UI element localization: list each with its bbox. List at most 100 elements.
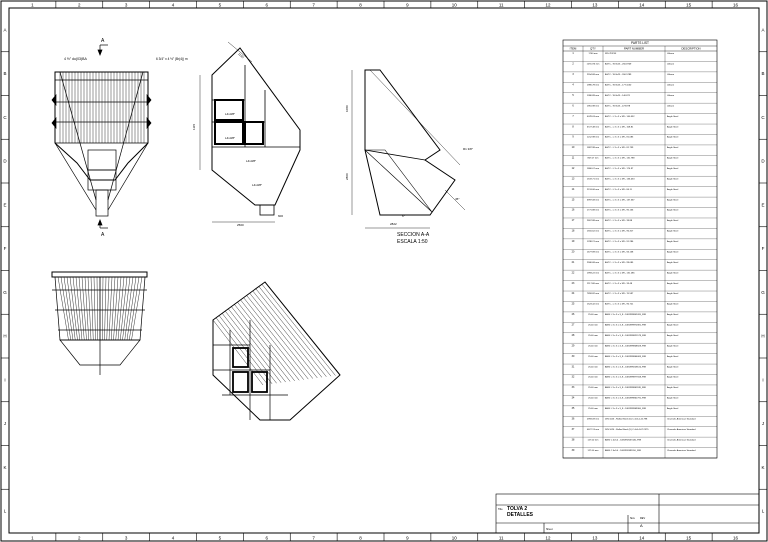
part-item: 11 — [572, 157, 575, 160]
column-label: 1 — [31, 3, 34, 8]
part-number: ASTC - L 3 x 3 x 3/8 - 140.552 — [605, 115, 635, 118]
rev-label: REV — [640, 517, 645, 520]
part-number: ASTC - L 3 x 3 x 3/8 - 95.136 — [605, 209, 634, 212]
part-description: Angle Steel — [667, 230, 679, 233]
section-title: SECCION A-A — [397, 232, 430, 238]
part-description: Angle Steel — [667, 324, 679, 327]
slat-line — [69, 276, 78, 341]
part-item: 12 — [572, 167, 575, 170]
slat-line — [258, 286, 332, 377]
part-qty: 1212.98 mm — [587, 137, 599, 139]
slat-line — [111, 276, 116, 341]
slat-line — [126, 276, 137, 341]
part-qty: 2580.68 mm — [587, 262, 599, 264]
slat-line — [84, 276, 89, 341]
section-dim-upper: 1080 — [345, 105, 349, 112]
part-item: 22 — [572, 271, 575, 274]
part-qty: 25.40 mm — [588, 335, 598, 337]
part-description: Angle Steel — [667, 177, 679, 180]
slat-line — [261, 284, 336, 376]
slat-line — [108, 276, 113, 341]
column-label: 4 — [172, 3, 175, 8]
part-item: 27 — [572, 324, 575, 327]
part-item: 29 — [572, 344, 575, 347]
title-block-label: Title — [498, 508, 503, 511]
part-qty: 1961.98 mm — [587, 105, 599, 107]
part-description: Angle Steel — [667, 240, 679, 243]
part-qty: 4078.03 mm — [587, 116, 599, 118]
part-qty: 25.40 mm — [588, 366, 598, 368]
part-description: Angle Steel — [667, 376, 679, 379]
part-description: Angle Steel — [667, 355, 679, 358]
side-angle-1: L4x3/8" — [225, 112, 235, 116]
parts-list-header: PART NUMBER — [624, 47, 644, 51]
front-view — [51, 44, 152, 229]
part-description: Angle Steel — [667, 146, 679, 149]
part-item: 20 — [572, 250, 575, 253]
part-item: 26 — [572, 313, 575, 316]
part-number: ASTC - L 3 x 3 x 3/8 - 174.97 — [605, 167, 634, 170]
part-item: 23 — [572, 282, 575, 285]
part-number: ANSI L 3 x 3 x 3_8 - 1081999842420_F88 — [605, 313, 647, 316]
part-number: ANSI C 4x5.4 - 1081992037440_F88 — [605, 438, 642, 441]
part-item: 8 — [572, 125, 574, 128]
part-item: 17 — [572, 219, 575, 222]
part-qty: 2117.68 mm — [587, 283, 599, 285]
slat-line — [87, 276, 92, 341]
part-item: 16 — [572, 209, 575, 212]
part-qty: 25.40 mm — [588, 377, 598, 379]
slat-line — [246, 295, 313, 379]
part-item: 1 — [572, 52, 574, 55]
slat-line — [131, 276, 143, 341]
slat-line — [120, 276, 128, 341]
column-label: 11 — [499, 536, 504, 541]
part-description: Angle Steel — [667, 344, 679, 347]
part-item: 2 — [572, 63, 574, 66]
title-block — [495, 493, 760, 534]
part-number: DIN 1026 - Rolled Steel (U) C 4x5.4-15.7… — [605, 417, 648, 420]
part-description: Angle Steel — [667, 219, 679, 222]
part-description: Channels American Standard — [667, 449, 696, 452]
side-angle-3: L4x3/8" — [246, 159, 256, 163]
column-label: 8 — [359, 536, 362, 541]
parts-list-header: QTY — [590, 47, 596, 51]
section-dim-height: 2800 — [345, 173, 349, 180]
slat-line — [117, 276, 125, 341]
part-qty: 3727.48 mm — [587, 126, 599, 128]
row-label: I — [4, 377, 5, 382]
side-dim-right: 600 — [278, 214, 283, 218]
part-qty: 1380.89 mm — [587, 95, 599, 97]
row-label: F — [4, 246, 7, 251]
part-number: ANSI L 3 x 3 x 3_8 - 1081999229106_F88 — [605, 365, 647, 368]
part-item: 38 — [572, 438, 575, 441]
part-description: Angle Steel — [667, 292, 679, 295]
slat-line — [237, 301, 300, 381]
part-number: ANSI L 3 x 3 x 3_8 - 1081999861791_F88 — [605, 397, 647, 400]
parts-list-title: PARTS LIST — [631, 41, 649, 45]
part-item: 39 — [572, 449, 575, 452]
column-label: 9 — [406, 3, 409, 8]
column-label: 14 — [639, 536, 645, 541]
slat-line — [225, 310, 282, 383]
part-description: I-Beam — [667, 74, 674, 76]
part-qty: 127.00 mm — [588, 439, 599, 441]
part-description: I-Beam — [667, 95, 674, 97]
slat-line — [57, 276, 69, 341]
row-label: L — [4, 509, 7, 514]
part-qty: 1887.98 mm — [587, 147, 599, 149]
part-description: Angle Steel — [667, 271, 679, 274]
column-label: 3 — [125, 536, 128, 541]
side-dim-height: 1115 — [192, 123, 196, 130]
part-number: ASTC - W 8x25 - 177.1050 — [605, 84, 632, 87]
